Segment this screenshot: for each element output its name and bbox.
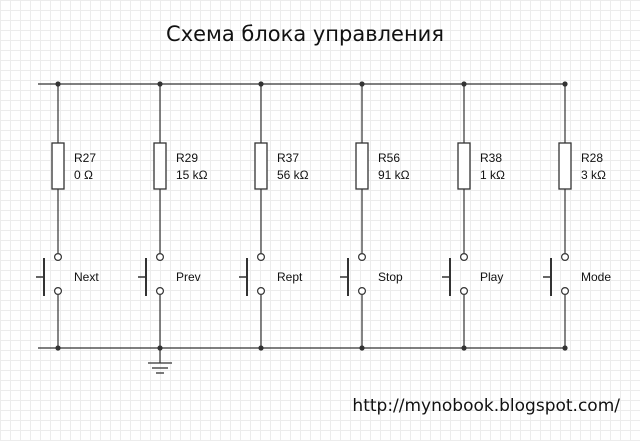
branch-next: R27 0 Ω Next (36, 81, 99, 351)
resistor-r29 (153, 142, 167, 190)
resistor-value: 0 Ω (74, 168, 93, 182)
switch-contact (53, 287, 62, 296)
branch-rept: R37 56 kΩ Rept (239, 81, 309, 351)
resistor-name: R37 (277, 151, 299, 165)
diagram-title: Схема блока управления (166, 22, 444, 46)
switch-contact (358, 253, 367, 262)
resistor-name: R27 (74, 151, 96, 165)
branch-play: R38 1 kΩ Play (442, 81, 505, 351)
resistor-r56 (355, 142, 369, 190)
switch-contact (358, 287, 367, 296)
resistor-name: R38 (480, 151, 502, 165)
button-label: Stop (378, 270, 403, 284)
button-label: Rept (277, 270, 303, 284)
switch-contact (257, 287, 266, 296)
branches: R27 0 Ω Next R29 15 kΩ Prev R37 56 kΩ Rept R56 91 … (36, 81, 611, 351)
branch-mode: R28 3 kΩ Mode (543, 81, 611, 351)
button-label: Next (74, 270, 99, 284)
switch-contact (560, 287, 569, 296)
resistor-name: R56 (378, 151, 400, 165)
resistor-value: 91 kΩ (378, 168, 410, 182)
button-label: Prev (176, 270, 201, 284)
resistor-name: R29 (176, 151, 198, 165)
branch-prev: R29 15 kΩ Prev (138, 81, 208, 351)
switch-contact (257, 253, 266, 262)
switch-contact (560, 253, 569, 262)
resistor-r27 (51, 142, 65, 190)
resistor-value: 1 kΩ (480, 168, 505, 182)
switch-contact (460, 287, 469, 296)
resistor-r28 (558, 142, 572, 190)
source-url: http://mynobook.blogspot.com/ (352, 396, 620, 416)
resistor-value: 56 kΩ (277, 168, 309, 182)
resistor-r37 (254, 142, 268, 190)
branch-stop: R56 91 kΩ Stop (340, 81, 410, 351)
resistor-r38 (457, 142, 471, 190)
switch-contact (460, 253, 469, 262)
switch-contact (156, 253, 165, 262)
resistor-value: 15 kΩ (176, 168, 208, 182)
rails (38, 83, 565, 349)
resistor-value: 3 kΩ (581, 168, 606, 182)
ground-symbol (148, 348, 172, 374)
button-label: Mode (581, 270, 611, 284)
switch-contact (156, 287, 165, 296)
button-label: Play (480, 270, 503, 284)
switch-contact (53, 253, 62, 262)
resistor-name: R28 (581, 151, 603, 165)
